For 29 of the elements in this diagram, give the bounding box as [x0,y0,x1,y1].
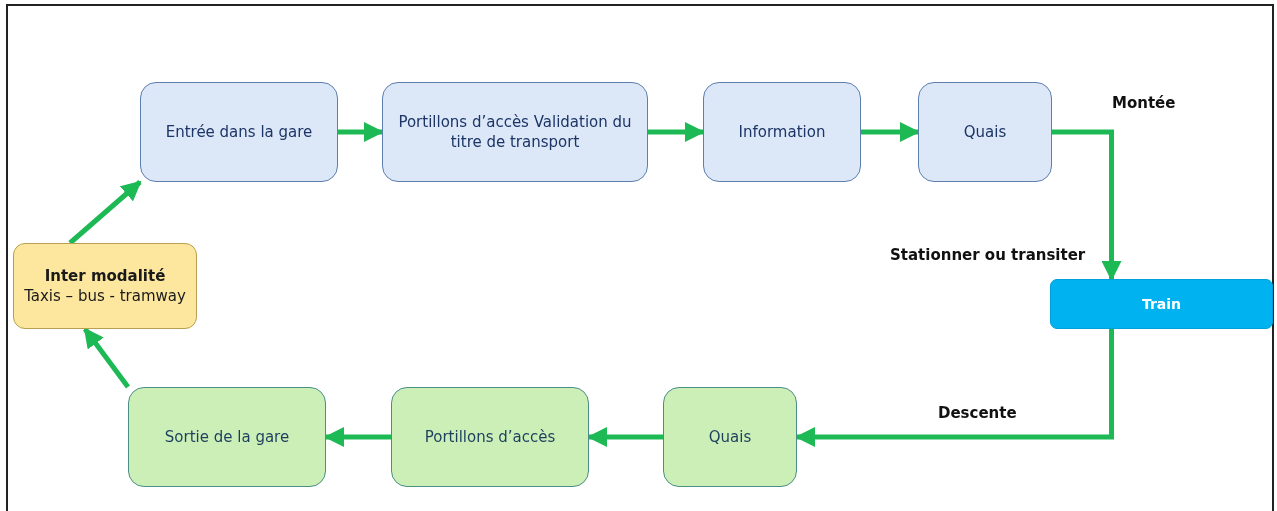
process-box [382,82,648,182]
process-box [391,387,589,487]
arrow [338,122,384,142]
process-box [918,82,1052,182]
process-box [140,82,338,182]
box-text: Information [738,121,826,143]
process-box [663,387,797,487]
box-heading: Inter modalité [44,265,166,286]
box-text: Entrée dans la gare [165,121,313,143]
arrow [83,327,130,389]
arrow [861,122,920,142]
box-text: Train [1141,294,1182,314]
arrow [648,122,705,142]
arrow [795,329,1114,447]
box-text: Taxis – bus - tramway [24,286,186,307]
box-text: Portillons d’accès Validation du titre de transport [397,111,633,153]
box-text: Portillons d’accès [424,426,556,448]
box-text: Sortie de la gare [164,426,290,448]
arrow [1052,129,1122,281]
arrow [587,427,663,447]
arrow [324,427,391,447]
process-box [13,243,197,329]
arrow [68,180,142,245]
box-text: Quais [708,426,752,448]
process-box [1050,279,1273,329]
process-box [703,82,861,182]
process-box [128,387,326,487]
box-text: Quais [963,121,1007,143]
node-caption: Stationner ou transiter [890,246,1086,264]
